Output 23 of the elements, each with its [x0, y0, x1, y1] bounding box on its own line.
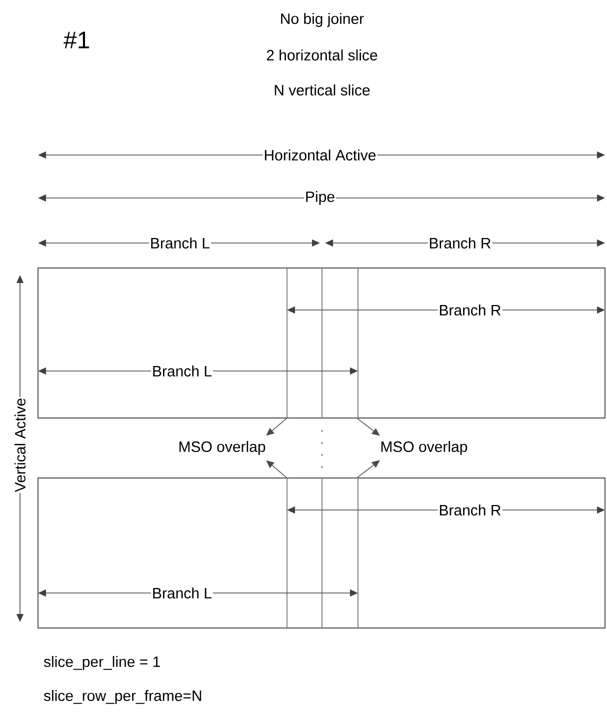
dimension-label: Branch R: [428, 236, 492, 250]
dimension-label: Vertical Active: [14, 396, 26, 494]
dimension-label: Branch L: [148, 236, 212, 250]
dimension-label: Branch L: [150, 364, 214, 378]
heading-text: 2 horizontal slice: [266, 50, 378, 60]
overlap-arrow: [266, 460, 287, 478]
dimension-label: Branch R: [438, 304, 502, 316]
overlap-arrow: [357, 418, 380, 436]
heading-text: No big joiner: [281, 13, 364, 27]
overlap-label: MSO overlap: [381, 441, 468, 455]
heading-text: N vertical slice: [274, 84, 370, 96]
slice-box: [37, 477, 606, 629]
overlap-arrow: [357, 460, 380, 478]
dimension-label: Horizontal Active: [262, 148, 378, 162]
dimension-label: Branch R: [438, 504, 502, 516]
slice-box: [37, 267, 606, 419]
figure-number: #1: [64, 32, 90, 48]
note-text: slice_per_line = 1: [44, 656, 160, 670]
note-text: slice_row_per_frame=N: [44, 690, 202, 704]
dimension-label: Branch L: [150, 586, 214, 600]
dimension-label: Pipe: [304, 190, 336, 206]
overlap-label: MSO overlap: [180, 441, 266, 455]
overlap-arrow: [266, 418, 287, 436]
